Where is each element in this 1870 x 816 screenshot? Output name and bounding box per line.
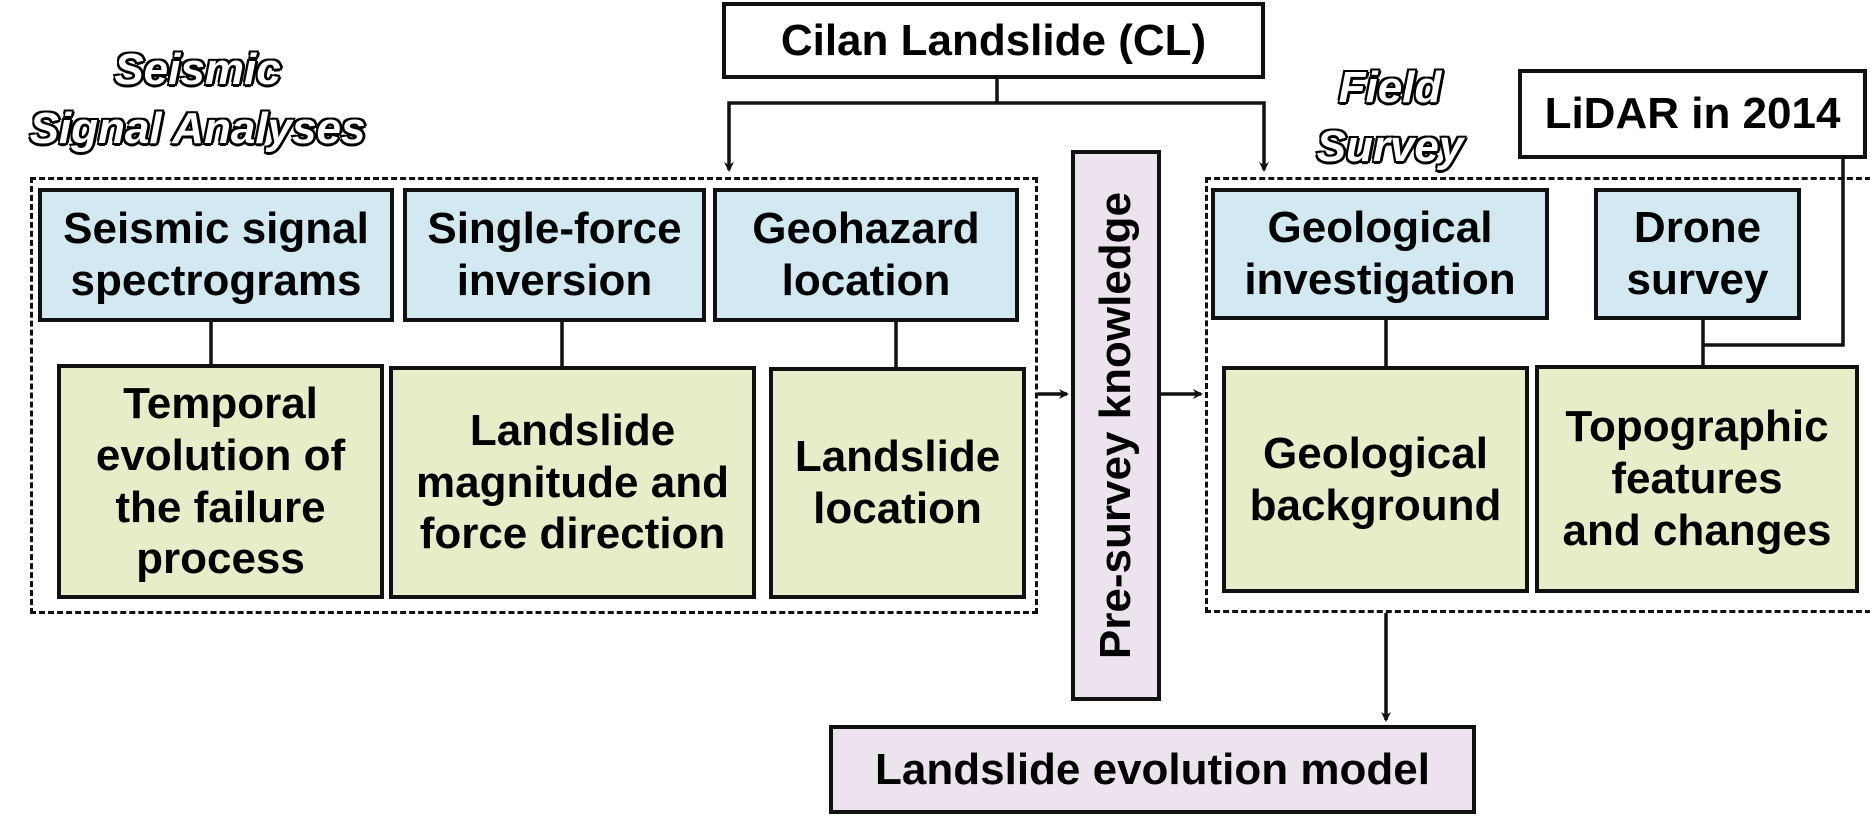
method-box-single-force-inversion: Single-force inversion [403, 188, 706, 322]
result-box-topographic-features: Topographic features and changes [1535, 365, 1859, 593]
result-box-temporal-evolution: Temporal evolution of the failure proces… [57, 364, 384, 599]
field-survey-label: Field Survey [1316, 63, 1464, 172]
cl-to-field-arrow [997, 101, 1269, 172]
cilan-landslide-box: Cilan Landslide (CL) [722, 2, 1265, 79]
field-survey-group [1205, 177, 1870, 613]
seismic-analyses-label: Seismic Signal Analyses [29, 45, 366, 154]
result-box-landslide-location: Landslide location [769, 367, 1026, 599]
method-box-spectrograms: Seismic signal spectrograms [38, 188, 394, 322]
lidar-2014-box: LiDAR in 2014 [1518, 69, 1867, 159]
seismic-analyses-group [30, 177, 1038, 614]
landslide-evolution-model-box: Landslide evolution model [829, 725, 1476, 814]
lidar-to-drone-line [1703, 159, 1845, 347]
cl-to-seismic-arrow [724, 101, 997, 172]
presurvey-knowledge-text: Pre-survey knowledge [1091, 191, 1141, 660]
presurvey-knowledge-box: Pre-survey knowledge [1071, 150, 1161, 701]
result-box-magnitude-direction: Landslide magnitude and force direction [389, 366, 756, 599]
method-box-geological-investigation: Geological investigation [1211, 188, 1549, 320]
method-box-geohazard-location: Geohazard location [713, 188, 1019, 322]
method-box-drone-survey: Drone survey [1594, 188, 1801, 320]
result-box-geological-background: Geological background [1222, 366, 1529, 593]
